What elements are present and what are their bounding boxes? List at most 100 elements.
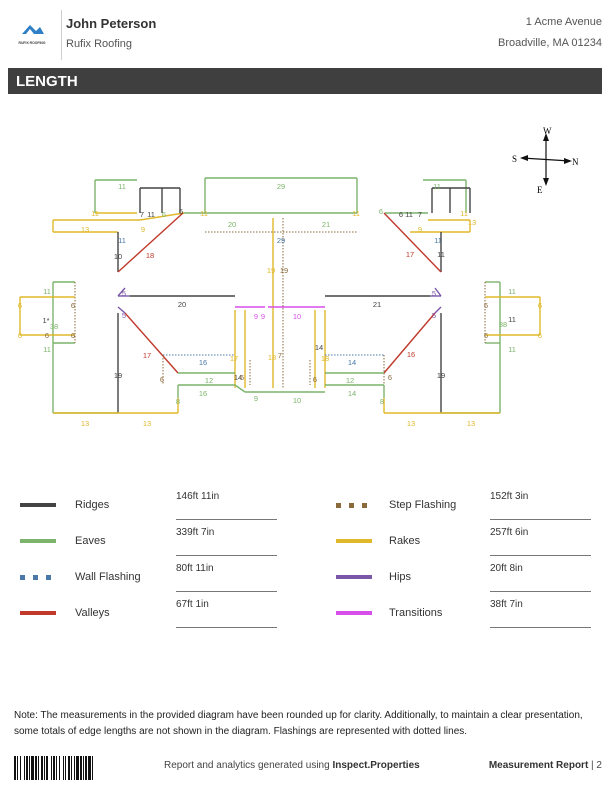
measurement-label: 14 — [348, 389, 356, 398]
roof-edge-hips — [117, 287, 126, 297]
client-name: John Peterson — [66, 16, 157, 31]
measurement-label: 17 — [230, 354, 238, 363]
measurement-label: 19 — [267, 266, 275, 275]
legend-value: 339ft 7in — [176, 527, 215, 538]
measurement-label: 13 — [407, 419, 415, 428]
roof-edge-valleys — [383, 312, 436, 374]
measurement-label: 7 — [140, 210, 144, 219]
measurement-label: 5 — [432, 289, 436, 298]
measurement-label: 8 — [176, 397, 180, 406]
measurement-label: 6 — [162, 210, 166, 219]
legend-value: 20ft 8in — [490, 563, 523, 574]
measurement-label: 19 — [437, 371, 445, 380]
legend-label: Rakes — [389, 535, 421, 547]
legend-underline — [176, 555, 277, 556]
roof-edge-hips — [434, 306, 442, 314]
compass-e: E — [537, 185, 543, 195]
measurement-label: 11 — [434, 236, 442, 245]
measurement-label: 13 — [81, 225, 89, 234]
roof-edge-eaves — [234, 384, 246, 393]
measurement-label: 16 — [407, 350, 415, 359]
measurement-label: 20 — [178, 300, 186, 309]
legend-label: Eaves — [75, 535, 106, 547]
legend-underline — [176, 591, 277, 592]
measurement-label: 7 — [418, 210, 422, 219]
compass-n: N — [572, 157, 579, 167]
measurement-label: 6 — [388, 373, 392, 382]
measurement-label: 6 — [179, 207, 183, 216]
measurement-label: 6 — [160, 375, 164, 384]
measurement-label: 6 — [379, 207, 383, 216]
measurement-label: 5 — [122, 289, 126, 298]
roof-edge-rakes — [139, 212, 185, 221]
measurement-label: 8 — [380, 397, 384, 406]
measurement-label: 12 — [205, 376, 213, 385]
measurement-label: 6 — [538, 331, 542, 340]
measurement-label: 10 — [293, 396, 301, 405]
measurement-label: 6 — [538, 301, 542, 310]
measurement-label: 20 — [228, 220, 236, 229]
measurement-label: 11 — [405, 210, 413, 219]
legend-swatch-eaves — [20, 539, 56, 543]
measurement-label: 11 — [91, 209, 99, 218]
compass-w: W — [543, 126, 552, 136]
company-logo: RUFIX ROOFING — [12, 14, 52, 52]
measurement-label: 7 — [278, 351, 282, 360]
legend-swatch-ridges — [20, 503, 56, 507]
measurement-label: 38 — [499, 320, 507, 329]
logo-text: RUFIX ROOFING — [19, 41, 46, 45]
legend-value: 38ft 7in — [490, 599, 523, 610]
measurement-label: 11 — [352, 209, 360, 218]
measurement-label: 6 — [484, 301, 488, 310]
measurement-label: 9 — [254, 394, 258, 403]
legend-swatch-wall-flashing — [20, 575, 56, 580]
footer-generated-prefix: Report and analytics generated using — [164, 760, 333, 771]
measurement-label: 6 — [45, 331, 49, 340]
measurement-label: 11 — [437, 250, 445, 259]
measurement-label: 9 — [261, 312, 265, 321]
roof-edge-valleys — [124, 312, 179, 374]
measurement-label: 13 — [468, 218, 476, 227]
measurement-label: 13 — [467, 419, 475, 428]
legend-label: Valleys — [75, 607, 110, 619]
measurement-label: 11 — [508, 345, 516, 354]
measurement-label: 6 — [71, 301, 75, 310]
legend-underline — [490, 591, 591, 592]
footer-generated: Report and analytics generated using Ins… — [164, 760, 420, 771]
roof-edge-hips — [434, 287, 442, 297]
measurement-label: 1* — [42, 316, 49, 325]
note-text: Note: The measurements in the provided d… — [14, 710, 583, 737]
footer-report: Measurement Report | 2 — [489, 760, 602, 771]
legend-swatch-rakes — [336, 539, 372, 543]
measurement-label: 10 — [293, 312, 301, 321]
legend-label: Hips — [389, 571, 412, 583]
legend-swatch-hips — [336, 575, 372, 579]
legend-underline — [490, 627, 591, 628]
section-title: LENGTH — [16, 73, 78, 90]
measurement-label: 11 — [118, 182, 126, 191]
legend-value: 257ft 6in — [490, 527, 529, 538]
measurement-label: 11 — [460, 209, 468, 218]
measurement-label: 9 — [141, 225, 145, 234]
legend-value: 152ft 3in — [490, 491, 529, 502]
measurement-label: 16 — [199, 389, 207, 398]
address-line-2: Broadville, MA 01234 — [498, 37, 602, 49]
measurement-label: 13 — [143, 419, 151, 428]
measurement-label: 18 — [268, 353, 276, 362]
measurement-label: 6 — [71, 331, 75, 340]
measurement-label: 14 — [234, 373, 242, 382]
legend-label: Ridges — [75, 499, 110, 511]
legend-underline — [176, 627, 277, 628]
roof-edge-valleys — [117, 212, 184, 273]
measurement-label: 29 — [277, 236, 285, 245]
measurement-label: 21 — [322, 220, 330, 229]
measurement-label: 14 — [315, 343, 323, 352]
legend-underline — [176, 519, 277, 520]
legend-label: Wall Flashing — [75, 571, 141, 583]
measurement-label: 21 — [373, 300, 381, 309]
measurement-label: 5 — [432, 311, 436, 320]
measurement-label: 11 — [508, 315, 516, 324]
measurement-label: 12 — [346, 376, 354, 385]
measurement-label: 6 — [484, 331, 488, 340]
